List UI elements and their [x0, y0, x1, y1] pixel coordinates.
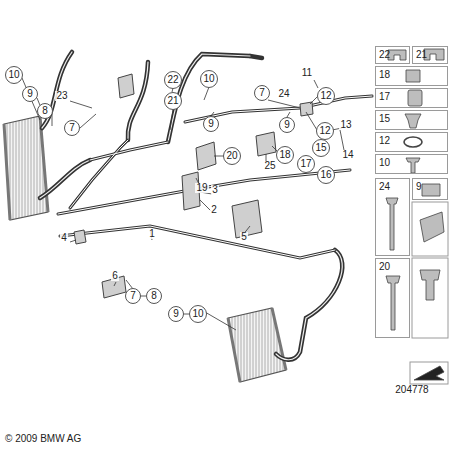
callout-number: 8 [42, 106, 48, 116]
callout-number: 1 [148, 229, 156, 239]
callout-number: 7 [259, 88, 265, 98]
callout-number: 8 [151, 291, 157, 301]
callout-circle: 10 [200, 70, 218, 88]
part-cell: 18 [375, 66, 448, 86]
callout-circle: 21 [164, 92, 182, 110]
callout-number: 17 [300, 159, 311, 169]
callout-number: 11 [301, 68, 313, 78]
callout-number: 10 [8, 70, 19, 80]
callout-number: 9 [27, 89, 33, 99]
callout-number: 12 [379, 136, 390, 146]
callout-circle: 9 [168, 306, 184, 322]
callout-number: 9 [173, 309, 179, 319]
part-cell: 12 [375, 132, 448, 152]
callout-number: 9 [284, 120, 290, 130]
callout-number: 24 [277, 89, 290, 99]
callout-number: 2 [210, 205, 218, 215]
callout-number: 9 [208, 119, 214, 129]
callout-number: 16 [320, 170, 331, 180]
callout-circle: 8 [146, 288, 162, 304]
pipes [58, 96, 372, 258]
callout-number: 4 [60, 233, 68, 243]
footnote: © 2009 BMW AG [4, 434, 82, 444]
oil-cooler [4, 116, 48, 220]
callout-number: 25 [263, 161, 276, 171]
callout-number: 6 [111, 271, 119, 281]
callout-number: 14 [341, 150, 354, 160]
callout-number: 5 [240, 232, 248, 242]
part-icons [386, 49, 444, 380]
hoses [40, 52, 342, 360]
callout-number: 18 [279, 150, 290, 160]
parts-grid [410, 202, 448, 384]
callout-number: 21 [167, 96, 178, 106]
footnote: 204778 [394, 385, 429, 395]
part-cell: 17 [375, 88, 448, 108]
oil-cooler [228, 308, 286, 382]
callout-circle: 8 [37, 103, 53, 119]
callout-number: 12 [319, 126, 330, 136]
callout-circle: 9 [22, 86, 38, 102]
part-cell: 21 [412, 46, 448, 64]
callout-number: 17 [379, 92, 390, 102]
part-cell: 24 [375, 178, 410, 256]
callout-circle: 9 [203, 116, 219, 132]
callout-circle: 7 [64, 120, 80, 136]
brackets [74, 74, 313, 298]
callout-number: 18 [379, 70, 390, 80]
callout-number: 9 [416, 182, 422, 192]
callout-circle: 18 [276, 146, 294, 164]
callout-number: 3 [211, 185, 219, 195]
callout-circle: 15 [312, 139, 330, 157]
callout-number: 21 [416, 50, 427, 60]
callout-number: 20 [379, 262, 390, 272]
callout-number: 22 [167, 75, 178, 85]
callout-circle: 22 [164, 71, 182, 89]
callout-number: 23 [55, 91, 68, 101]
callout-number: 10 [203, 74, 214, 84]
callout-number: 19 [195, 183, 208, 193]
part-cell: 20 [375, 258, 410, 338]
callout-circle: 12 [317, 87, 335, 105]
callout-number: 13 [339, 120, 352, 130]
callout-circle: 9 [279, 117, 295, 133]
callout-circle: 16 [317, 166, 335, 184]
callout-number: 10 [192, 309, 203, 319]
callout-number: 12 [320, 91, 331, 101]
callout-circle: 7 [125, 288, 141, 304]
callout-number: 15 [315, 143, 326, 153]
callout-circle: 12 [316, 122, 334, 140]
callout-circle: 10 [5, 66, 23, 84]
callout-number: 15 [379, 114, 390, 124]
callout-circle: 20 [223, 147, 241, 165]
callout-number: 24 [379, 182, 390, 192]
part-cell: 15 [375, 110, 448, 130]
callout-number: 7 [69, 123, 75, 133]
callout-number: 22 [379, 50, 390, 60]
leader-lines [22, 78, 344, 330]
part-cell: 22 [375, 46, 410, 64]
part-cell: 10 [375, 154, 448, 174]
callout-circle: 17 [297, 155, 315, 173]
callout-number: 7 [130, 291, 136, 301]
part-cell: 9 [412, 178, 448, 200]
callout-number: 20 [226, 151, 237, 161]
callout-circle: 10 [189, 305, 207, 323]
callout-circle: 7 [254, 85, 270, 101]
callout-number: 10 [379, 158, 390, 168]
